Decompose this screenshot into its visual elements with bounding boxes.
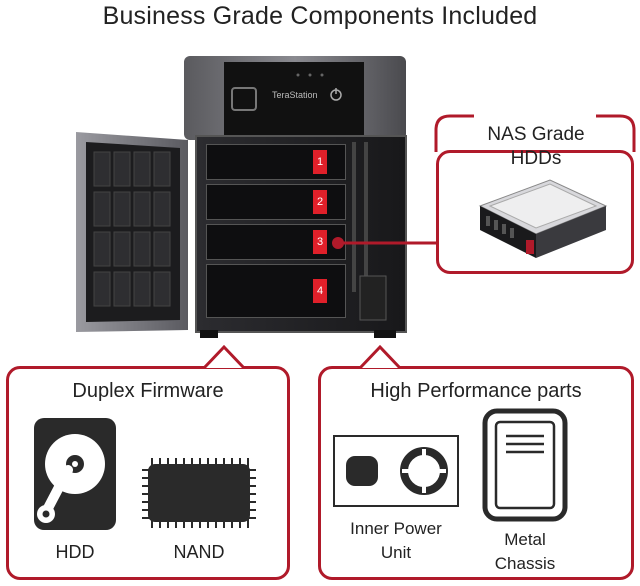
drive-bay: 3	[206, 224, 346, 260]
page-title: Business Grade Components Included	[102, 2, 538, 30]
power-icon	[328, 86, 344, 102]
hdd-icon	[32, 416, 118, 532]
hdd-callout-label-line1: NAS Grade	[476, 124, 596, 146]
duplex-title: Duplex Firmware	[72, 380, 224, 402]
hdd-label: HDD	[55, 542, 95, 562]
performance-callout-pointer	[356, 344, 404, 372]
drive-bay: 1	[206, 144, 346, 180]
power-unit-label-line2: Unit	[380, 543, 412, 562]
nand-chip-icon	[140, 456, 258, 530]
power-unit-icon	[332, 434, 460, 508]
power-unit-label-line1: Inner Power	[350, 519, 442, 538]
brand-text: TeraStation	[272, 90, 318, 100]
performance-title: High Performance parts	[370, 380, 582, 402]
metal-chassis-label-line2: Chassis	[494, 554, 556, 573]
hdd-drive-icon	[470, 176, 610, 262]
bay-number-3: 3	[313, 230, 327, 254]
bay-number-4: 4	[313, 279, 327, 303]
metal-chassis-icon	[482, 408, 568, 522]
drive-bay: 2	[206, 184, 346, 220]
door-grille	[90, 148, 176, 318]
duplex-callout-pointer	[200, 344, 248, 372]
bay-number-1: 1	[313, 150, 327, 174]
nand-label: NAND	[173, 542, 225, 562]
connector-line	[330, 236, 440, 250]
hdd-callout-label-line2: HDDs	[510, 148, 562, 169]
drive-bay: 4	[206, 264, 346, 318]
nas-device: TeraStation 1 2 3 4	[60, 50, 420, 350]
hdd-callout-tab	[430, 110, 640, 154]
bay-number-2: 2	[313, 190, 327, 214]
metal-chassis-label-line1: Metal	[504, 530, 546, 549]
